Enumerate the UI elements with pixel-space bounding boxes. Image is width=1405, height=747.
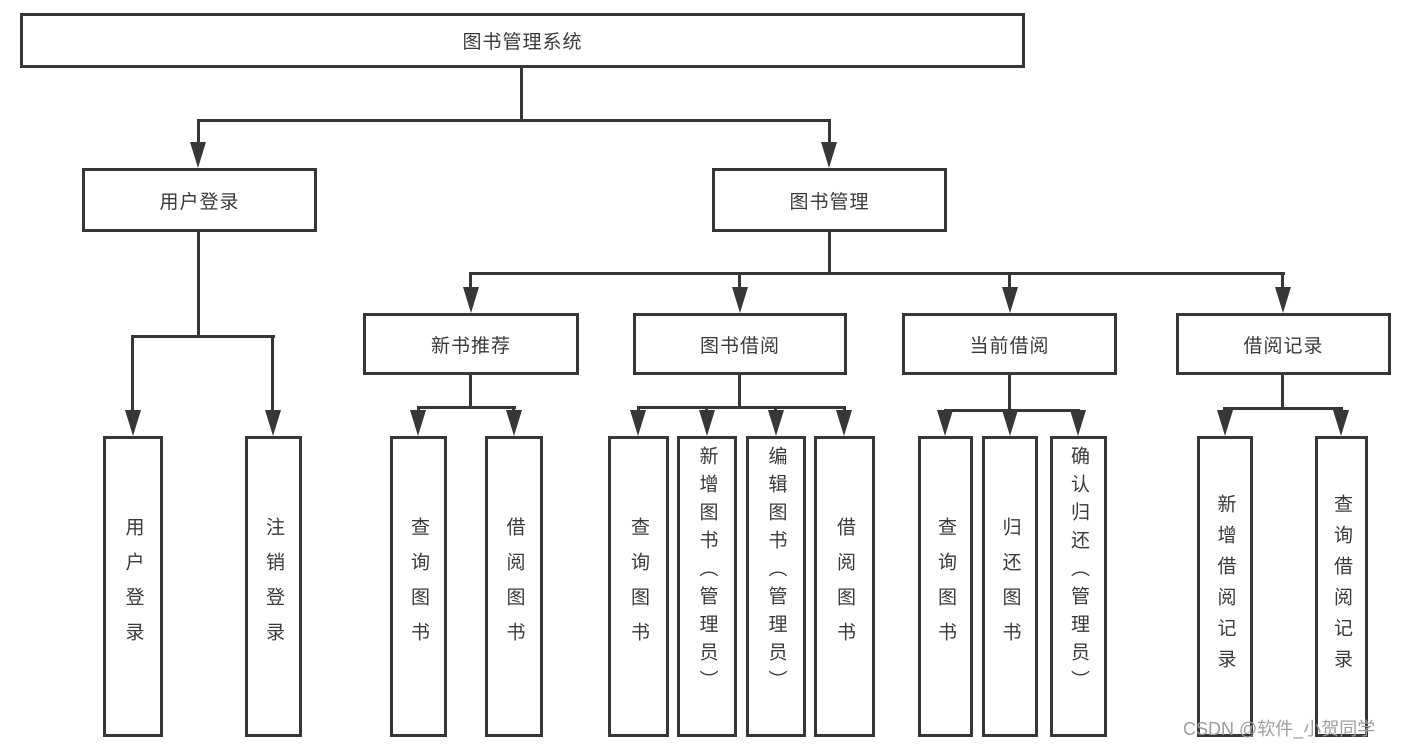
leaf-nbr-query-books: 查询图书 bbox=[390, 436, 447, 737]
arrow-down-icon bbox=[1333, 410, 1349, 436]
connector-line bbox=[1008, 373, 1011, 409]
arrow-down-icon bbox=[1070, 410, 1086, 436]
node-label: 当前借阅 bbox=[969, 335, 1050, 357]
arrow-down-icon bbox=[410, 410, 426, 436]
leaf-label: 新增图书（管理员） bbox=[696, 446, 718, 698]
connector-line bbox=[417, 406, 516, 409]
leaf-label: 新增借阅记录 bbox=[1214, 493, 1236, 680]
arrow-down-icon bbox=[506, 410, 522, 436]
connector-line bbox=[705, 406, 708, 413]
arrow-down-icon bbox=[768, 410, 784, 436]
arrow-down-icon bbox=[463, 287, 479, 313]
node-label: 图书借阅 bbox=[699, 335, 780, 357]
connector-line bbox=[469, 373, 472, 406]
leaf-bb-add-books-admin: 新增图书（管理员） bbox=[677, 436, 737, 737]
watermark: CSDN @软件_小贺同学 bbox=[1183, 719, 1376, 739]
node-label: 借阅记录 bbox=[1243, 335, 1324, 357]
connector-line bbox=[197, 119, 200, 147]
arrow-down-icon bbox=[630, 410, 646, 436]
leaf-logout: 注销登录 bbox=[245, 436, 302, 737]
leaf-label: 查询借阅记录 bbox=[1331, 493, 1352, 680]
node-library-management-system: 图书管理系统 bbox=[20, 13, 1025, 68]
arrow-down-icon bbox=[732, 287, 748, 313]
connector-line bbox=[1008, 272, 1011, 288]
connector-line bbox=[1281, 272, 1284, 288]
leaf-label: 归还图书 bbox=[999, 516, 1021, 657]
arrow-down-icon bbox=[821, 142, 837, 168]
node-label: 用户登录 bbox=[159, 191, 240, 213]
node-label: 图书管理 bbox=[789, 191, 870, 213]
arrow-down-icon bbox=[937, 410, 953, 436]
arrow-down-icon bbox=[125, 410, 141, 436]
node-label: 图书管理系统 bbox=[462, 32, 583, 53]
node-book-borrowing: 图书借阅 bbox=[633, 313, 847, 375]
arrow-down-icon bbox=[836, 410, 852, 436]
connector-line bbox=[738, 373, 741, 406]
connector-line bbox=[738, 272, 741, 288]
leaf-bb-query-books: 查询图书 bbox=[608, 436, 669, 737]
connector-line bbox=[843, 406, 846, 413]
connector-line bbox=[1281, 373, 1284, 407]
node-label: 新书推荐 bbox=[430, 335, 511, 357]
arrow-down-icon bbox=[1002, 410, 1018, 436]
connector-line bbox=[520, 68, 523, 119]
connector-line bbox=[637, 406, 640, 413]
leaf-cb-query-books: 查询图书 bbox=[918, 436, 973, 737]
connector-line bbox=[828, 119, 831, 147]
node-borrowing-records: 借阅记录 bbox=[1176, 313, 1391, 375]
leaf-label: 查询图书 bbox=[935, 516, 956, 657]
connector-line bbox=[828, 230, 831, 272]
connector-line bbox=[1223, 407, 1343, 410]
leaf-label: 借阅图书 bbox=[503, 516, 525, 657]
connector-line bbox=[197, 119, 831, 122]
arrow-down-icon bbox=[1002, 287, 1018, 313]
leaf-label: 注销登录 bbox=[263, 516, 284, 657]
leaf-label: 用户登录 bbox=[122, 516, 144, 657]
connector-line bbox=[271, 335, 274, 413]
leaf-nbr-borrow-books: 借阅图书 bbox=[485, 436, 543, 737]
connector-line bbox=[637, 406, 846, 409]
connector-line bbox=[469, 272, 1285, 275]
leaf-label: 查询图书 bbox=[408, 516, 429, 657]
connector-line bbox=[197, 230, 200, 335]
leaf-bb-edit-books-admin: 编辑图书（管理员） bbox=[746, 436, 806, 737]
node-book-management: 图书管理 bbox=[712, 168, 947, 232]
leaf-label: 借阅图书 bbox=[834, 516, 855, 657]
leaf-bb-borrow-books: 借阅图书 bbox=[814, 436, 875, 737]
leaf-label: 查询图书 bbox=[628, 516, 649, 657]
leaf-user-login: 用户登录 bbox=[103, 436, 163, 737]
arrow-down-icon bbox=[699, 410, 715, 436]
node-current-borrowing: 当前借阅 bbox=[902, 313, 1117, 375]
connector-line bbox=[774, 406, 777, 413]
arrow-down-icon bbox=[1275, 287, 1291, 313]
node-new-book-recommend: 新书推荐 bbox=[363, 313, 579, 375]
arrow-down-icon bbox=[190, 142, 206, 168]
leaf-cb-confirm-return-admin: 确认归还（管理员） bbox=[1050, 436, 1107, 737]
leaf-label: 确认归还（管理员） bbox=[1068, 446, 1089, 698]
leaf-label: 编辑图书（管理员） bbox=[765, 446, 787, 698]
arrow-down-icon bbox=[1217, 410, 1233, 436]
leaf-br-add-record: 新增借阅记录 bbox=[1197, 436, 1253, 737]
arrow-down-icon bbox=[265, 410, 281, 436]
leaf-br-query-record: 查询借阅记录 bbox=[1315, 436, 1368, 737]
leaf-cb-return-books: 归还图书 bbox=[982, 436, 1038, 737]
connector-line bbox=[469, 272, 472, 288]
connector-line bbox=[131, 335, 134, 413]
node-user-login: 用户登录 bbox=[82, 168, 317, 232]
connector-line bbox=[131, 335, 275, 338]
